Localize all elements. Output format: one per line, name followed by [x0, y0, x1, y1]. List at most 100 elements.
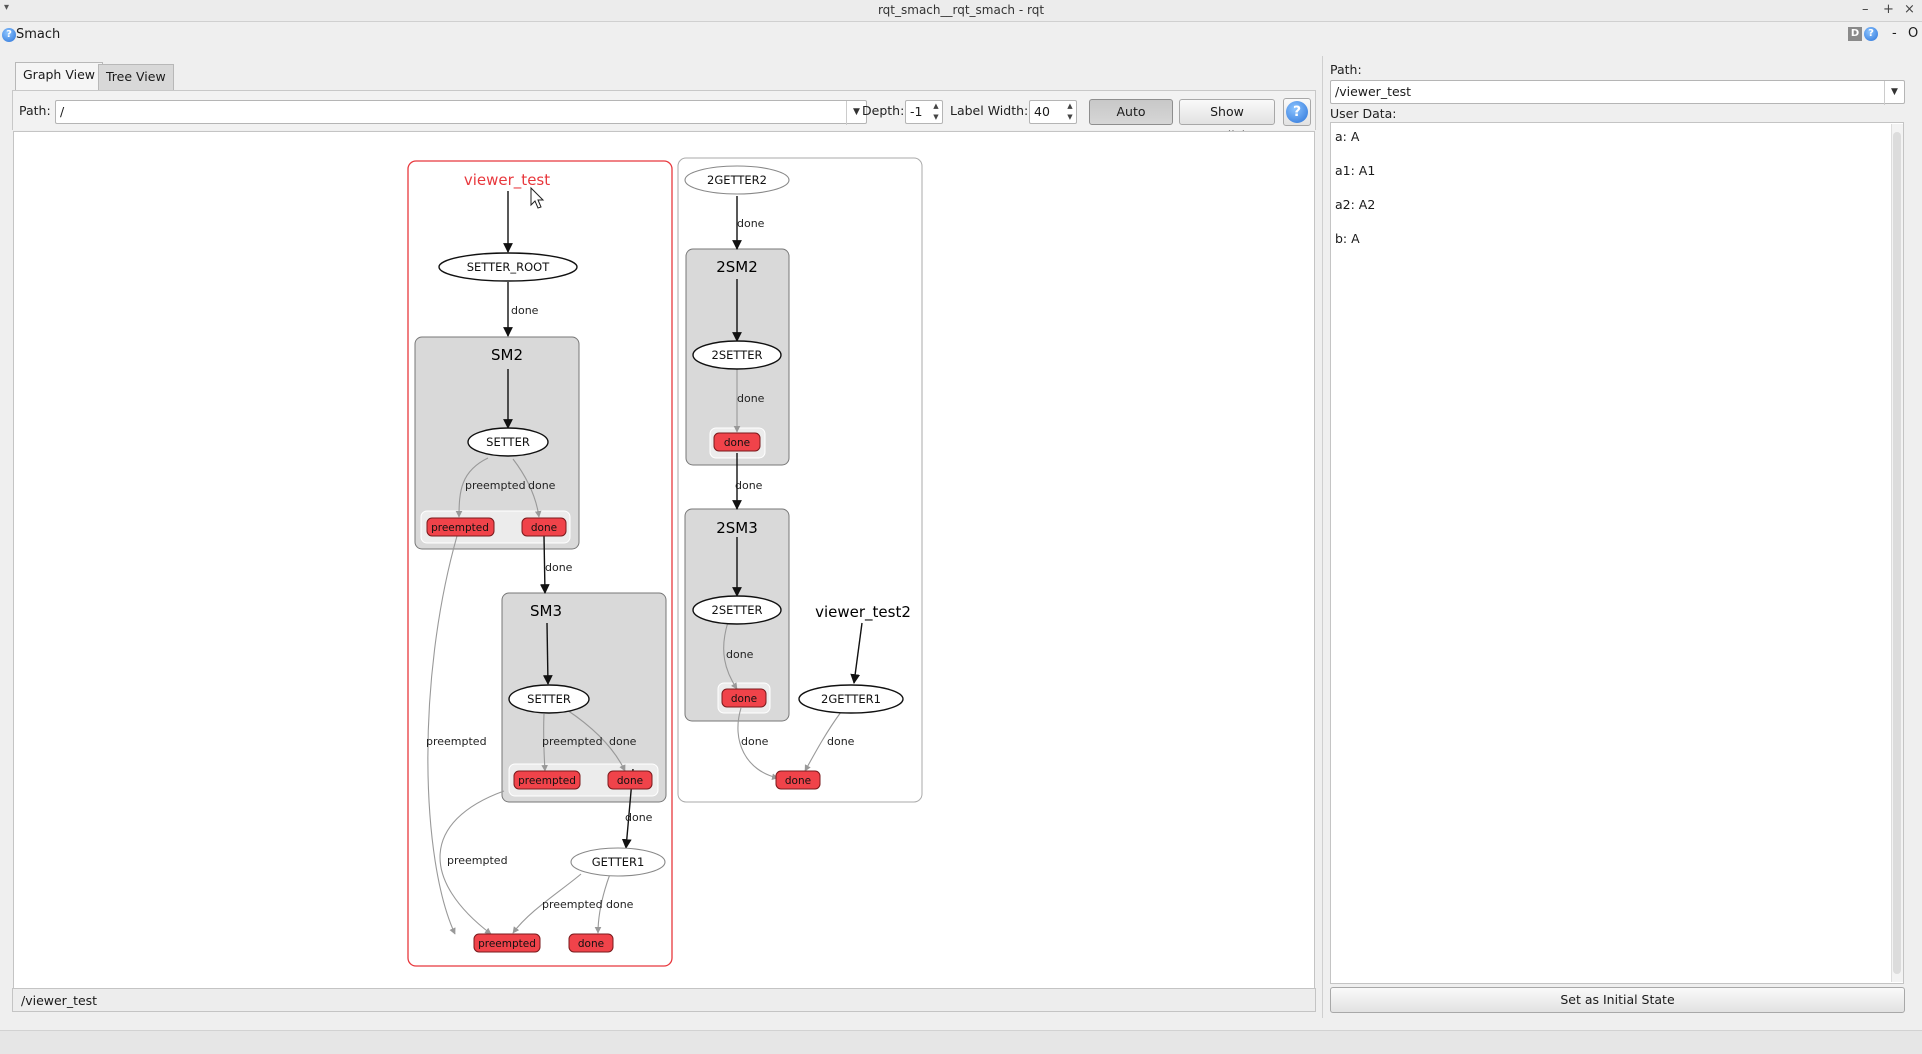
label-width-spinbox[interactable]: 40 ▲▼ — [1029, 100, 1077, 124]
scrollbar-thumb[interactable] — [1893, 132, 1901, 974]
state-2getter1[interactable] — [798, 684, 904, 714]
pane-splitter[interactable] — [1320, 56, 1326, 1018]
user-data-panel[interactable]: a: A a1: A1 a2: A2 b: A — [1330, 122, 1904, 984]
outcome-label: done — [617, 775, 643, 787]
right-path-value: /viewer_test — [1335, 84, 1412, 99]
edge-label: done — [609, 735, 637, 748]
state-2getter2[interactable] — [684, 165, 790, 195]
cluster-label-SM3: SM3 — [530, 602, 562, 620]
graph-canvas[interactable]: viewer_test SM2 SM3 2SM2 2SM3 viewer_tes… — [13, 131, 1315, 989]
depth-label: Depth: — [862, 103, 905, 118]
set-initial-state-button[interactable]: Set as Initial State — [1330, 987, 1905, 1013]
edge-label: preempted — [447, 854, 508, 867]
label-width-label: Label Width: — [950, 103, 1029, 118]
outcome-label: done — [578, 938, 604, 950]
spin-arrows-icon[interactable]: ▲▼ — [1067, 102, 1073, 121]
edge-label: done — [735, 479, 763, 492]
outcome-sm3-done[interactable] — [607, 770, 653, 790]
state-sm2-setter[interactable] — [467, 427, 549, 457]
state-sm3-setter[interactable] — [508, 684, 590, 714]
depth-value: -1 — [910, 104, 923, 119]
depth-spinbox[interactable]: -1 ▲▼ — [905, 100, 943, 124]
help-button[interactable]: ? — [1283, 98, 1311, 126]
edge-label: done — [726, 648, 754, 661]
state-label: 2GETTER2 — [707, 173, 767, 187]
tab-tree-view[interactable]: Tree View — [98, 64, 174, 90]
cluster-label-SM2: SM2 — [491, 346, 523, 364]
edge-label: done — [737, 392, 765, 405]
status-bar: /viewer_test — [12, 988, 1316, 1012]
edge-label: preempted — [542, 898, 603, 911]
graph-toolbar: Path: / ▼ Depth: -1 ▲▼ Label Width: 40 ▲… — [12, 90, 1316, 143]
state-getter1[interactable] — [570, 847, 666, 877]
mouse-cursor-icon — [530, 186, 545, 209]
edge-label: done — [545, 561, 573, 574]
plugin-help-button[interactable]: ? — [1864, 27, 1878, 41]
outcome-label: preempted — [478, 938, 536, 950]
bottom-strip — [0, 1030, 1922, 1054]
state-label: 2GETTER1 — [821, 692, 881, 706]
path-combo[interactable]: / ▼ — [55, 100, 867, 125]
user-data-item: a: A — [1335, 129, 1360, 144]
user-data-item: b: A — [1335, 231, 1360, 246]
plugin-close-button[interactable]: O — [1908, 26, 1919, 41]
outcome-viewer-done[interactable] — [568, 933, 614, 953]
state-label: 2SETTER — [712, 603, 763, 617]
outcome-sm2-preempted[interactable] — [426, 517, 495, 537]
plugin-header: ? Smach D ? - O — [0, 24, 1922, 46]
status-path: /viewer_test — [21, 993, 98, 1008]
cluster-label-viewer_test: viewer_test — [464, 171, 550, 190]
cluster-label-2SM3: 2SM3 — [716, 519, 758, 537]
close-button[interactable]: × — [1904, 2, 1915, 17]
outcome-sm2-done[interactable] — [521, 517, 567, 537]
state-2sm3-setter[interactable] — [692, 595, 782, 625]
spin-arrows-icon[interactable]: ▲▼ — [933, 102, 939, 121]
plugin-title: Smach — [16, 27, 61, 42]
outcome-label: preempted — [518, 775, 576, 787]
edge-label: done — [737, 217, 765, 230]
edge-label: done — [511, 304, 539, 317]
cluster-label-2SM2: 2SM2 — [716, 258, 758, 276]
outcome-2sm3-done[interactable] — [721, 688, 767, 708]
cluster-label-viewer_test2: viewer_test2 — [815, 603, 911, 622]
label-width-value: 40 — [1034, 104, 1050, 119]
outcome-label: done — [731, 693, 757, 705]
tab-graph-view[interactable]: Graph View — [15, 62, 103, 91]
edge-label: preempted — [465, 479, 526, 492]
window-menu-icon[interactable]: ▾ — [4, 2, 10, 13]
show-implicit-button[interactable]: Show Implicit — [1179, 99, 1275, 143]
state-label: 2SETTER — [712, 348, 763, 362]
edge-label: preempted — [426, 735, 487, 748]
window-title: rqt_smach__rqt_smach - rqt — [877, 3, 1045, 17]
path-value: / — [60, 104, 65, 119]
plugin-minimize-button[interactable]: - — [1892, 26, 1897, 41]
window-title-bar: ▾ rqt_smach__rqt_smach - rqt – + × — [0, 0, 1922, 22]
smach-graph[interactable]: viewer_test SM2 SM3 2SM2 2SM3 viewer_tes… — [14, 132, 1316, 990]
edge-label: done — [827, 735, 855, 748]
outcome-viewer-preempted[interactable] — [473, 933, 541, 953]
edge-label: done — [528, 479, 556, 492]
state-label: SETTER_ROOT — [467, 260, 551, 274]
state-setter-root[interactable] — [438, 252, 578, 282]
user-data-item: a1: A1 — [1335, 163, 1376, 178]
chevron-down-icon[interactable]: ▼ — [1884, 81, 1904, 105]
dock-icon[interactable]: D — [1848, 27, 1862, 41]
outcome-2sm2-done[interactable] — [713, 432, 761, 452]
auto-zoom-button[interactable]: Auto Zoom — [1089, 99, 1173, 143]
state-label: SETTER — [486, 435, 530, 449]
state-2sm2-setter[interactable] — [692, 340, 782, 370]
outcome-label: done — [531, 522, 557, 534]
outcome-viewer2-done[interactable] — [775, 770, 821, 790]
outcome-sm3-preempted[interactable] — [513, 770, 581, 790]
maximize-button[interactable]: + — [1883, 2, 1894, 17]
edge-label: done — [625, 811, 653, 824]
minimize-button[interactable]: – — [1862, 2, 1869, 17]
outcome-label: preempted — [431, 522, 489, 534]
edge-label: preempted — [542, 735, 603, 748]
plugin-help-icon: ? — [2, 28, 16, 42]
right-path-combo[interactable]: /viewer_test ▼ — [1330, 80, 1905, 105]
cluster-viewer_test[interactable] — [407, 160, 673, 967]
outcome-label: done — [785, 775, 811, 787]
chevron-down-icon[interactable]: ▼ — [846, 101, 866, 125]
right-path-label: Path: — [1330, 62, 1362, 77]
